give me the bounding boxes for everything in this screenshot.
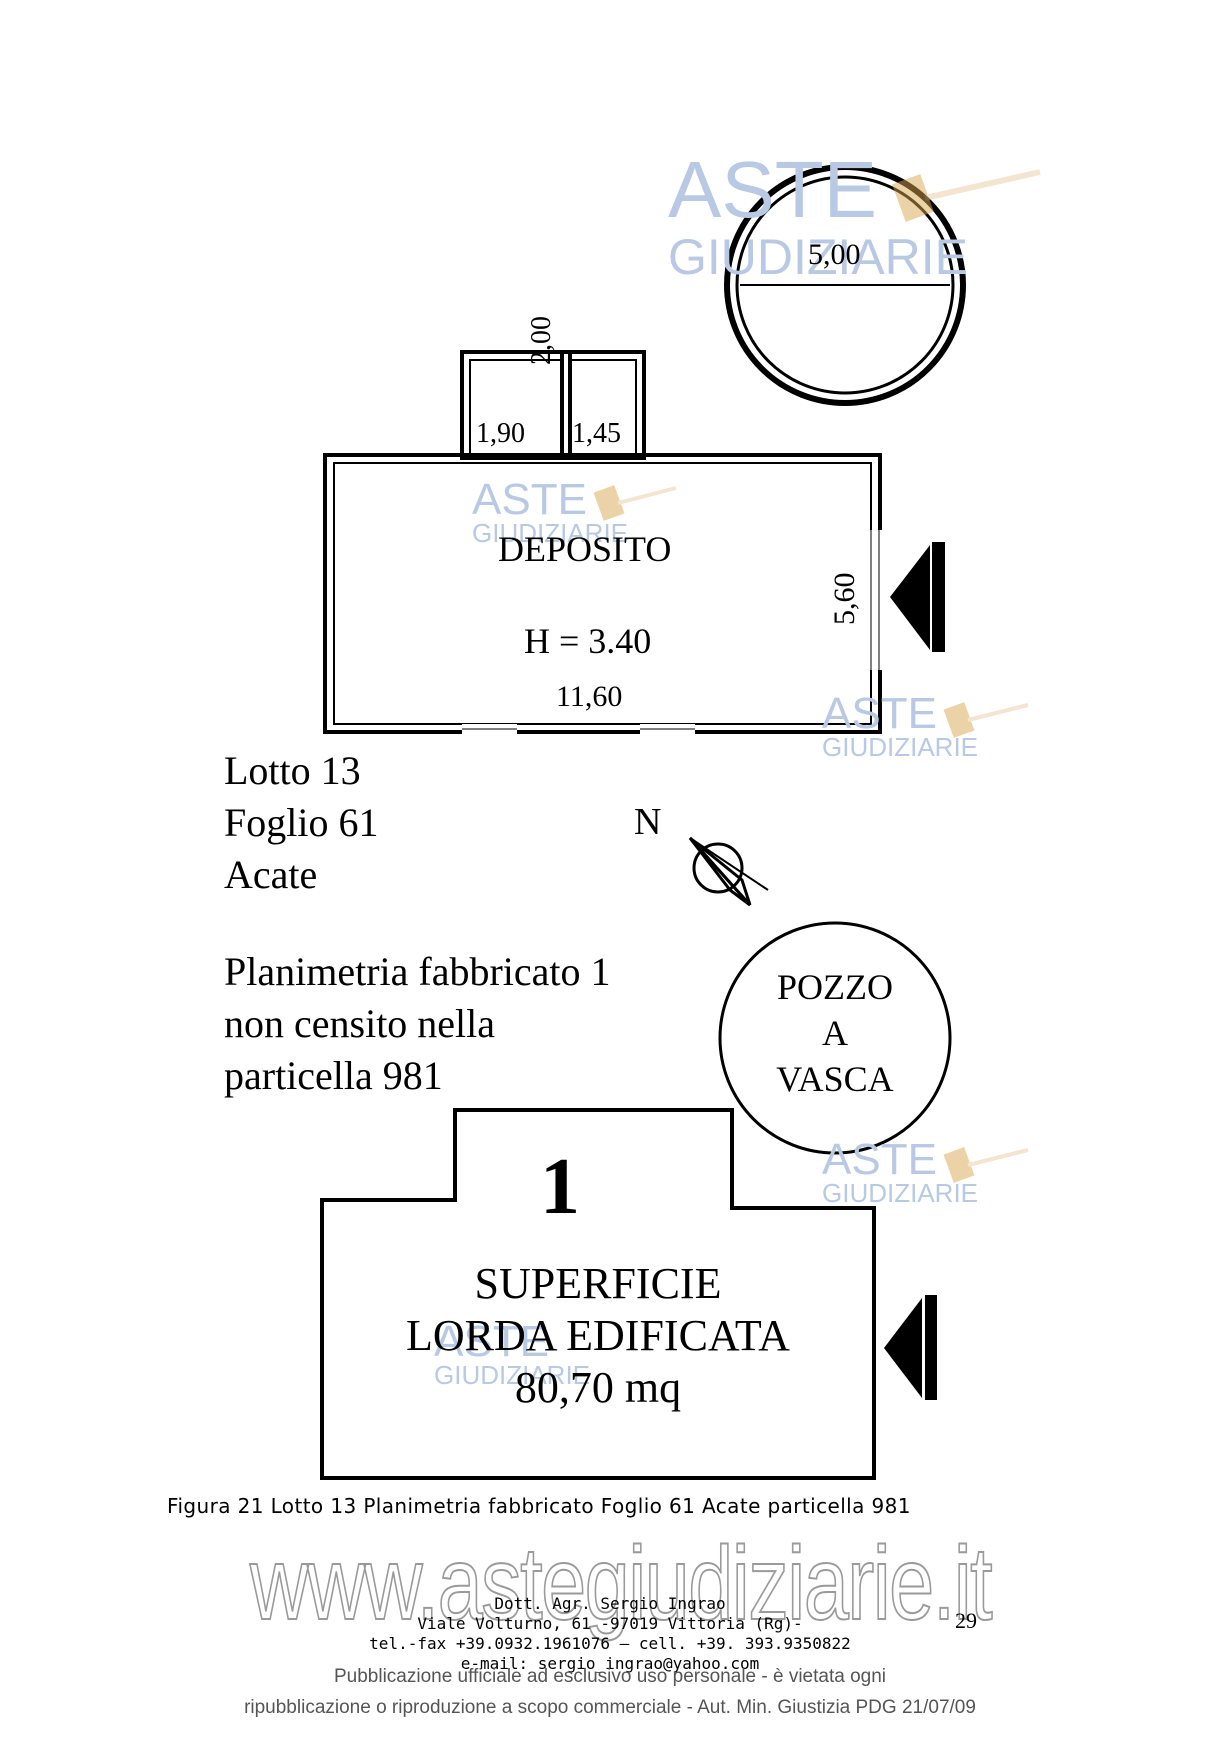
brand-watermark: GIUDIZIARIE <box>434 1360 591 1390</box>
brand-watermark: GIUDIZIARIE <box>822 732 979 762</box>
room-depth-dim: 5,60 <box>828 572 861 626</box>
footer-line: Dott. Agr. Sergio Ingrao <box>494 1594 726 1613</box>
plan-description-line: Planimetria fabbricato 1 <box>224 949 611 994</box>
plan-description-line: non censito nella <box>224 1001 496 1046</box>
footer-line: tel.-fax +39.0932.1961076 – cell. +39. 3… <box>369 1634 851 1653</box>
room-width-dim: 11,60 <box>556 680 623 713</box>
building-summary-line: 80,70 mq <box>514 1363 682 1412</box>
page-number: 29 <box>955 1608 977 1633</box>
lot-municipality: Acate <box>224 852 318 897</box>
disclaimer-line: ripubblicazione o riproduzione a scopo c… <box>244 1697 976 1718</box>
well-label-line: VASCA <box>776 1059 894 1099</box>
lot-sheet: Foglio 61 <box>224 800 379 845</box>
north-compass-icon <box>688 836 769 907</box>
well-label-line: POZZO <box>777 967 893 1007</box>
tank-circle <box>724 164 966 406</box>
annex-depth-dim: 2,00 <box>526 316 557 365</box>
lot-number: Lotto 13 <box>224 748 361 793</box>
entrance-arrow-icon <box>890 542 945 652</box>
gavel-watermark-icon <box>593 169 1041 1183</box>
brand-watermark: GIUDIZIARIE <box>472 518 629 548</box>
room-name: DEPOSITO <box>498 529 672 569</box>
brand-watermark: ASTE <box>822 689 937 738</box>
brand-watermark: ASTE <box>668 145 877 234</box>
plan-description-line: particella 981 <box>224 1053 443 1098</box>
tank-diameter-dim: 5,00 <box>808 238 861 271</box>
footer-line: Viale Volturno, 61 -97019 Vittoria (Rg)- <box>417 1614 803 1633</box>
building-summary-line: SUPERFICIE <box>474 1259 722 1308</box>
annex2-width-dim: 1,45 <box>572 418 621 449</box>
brand-watermark: GIUDIZIARIE <box>668 229 969 285</box>
footer-line: e-mail: sergio_ingrao@yahoo.com <box>460 1654 760 1673</box>
annex-rooms <box>460 350 646 460</box>
building-summary-line: LORDA EDIFICATA <box>406 1311 790 1360</box>
brand-watermark: ASTE <box>434 1317 549 1366</box>
site-watermark: www.astegiudiziarie.it <box>249 1525 993 1643</box>
north-label: N <box>634 801 662 843</box>
building-footprint <box>320 1108 876 1480</box>
brand-watermark: GIUDIZIARIE <box>822 1178 979 1208</box>
brand-watermark: ASTE <box>822 1135 937 1184</box>
disclaimer-line: Pubblicazione ufficiale ad esclusivo uso… <box>333 1666 887 1687</box>
deposit-room-walls <box>323 453 883 734</box>
annex1-width-dim: 1,90 <box>476 418 525 449</box>
well-label-line: A <box>822 1013 848 1053</box>
figure-caption: Figura 21 Lotto 13 Planimetria fabbricat… <box>167 1494 911 1518</box>
entrance-arrow-icon <box>884 1295 937 1400</box>
building-number: 1 <box>540 1143 580 1231</box>
well-circle <box>718 921 952 1155</box>
room-height: H = 3.40 <box>524 621 652 661</box>
brand-watermark: ASTE <box>472 475 587 524</box>
